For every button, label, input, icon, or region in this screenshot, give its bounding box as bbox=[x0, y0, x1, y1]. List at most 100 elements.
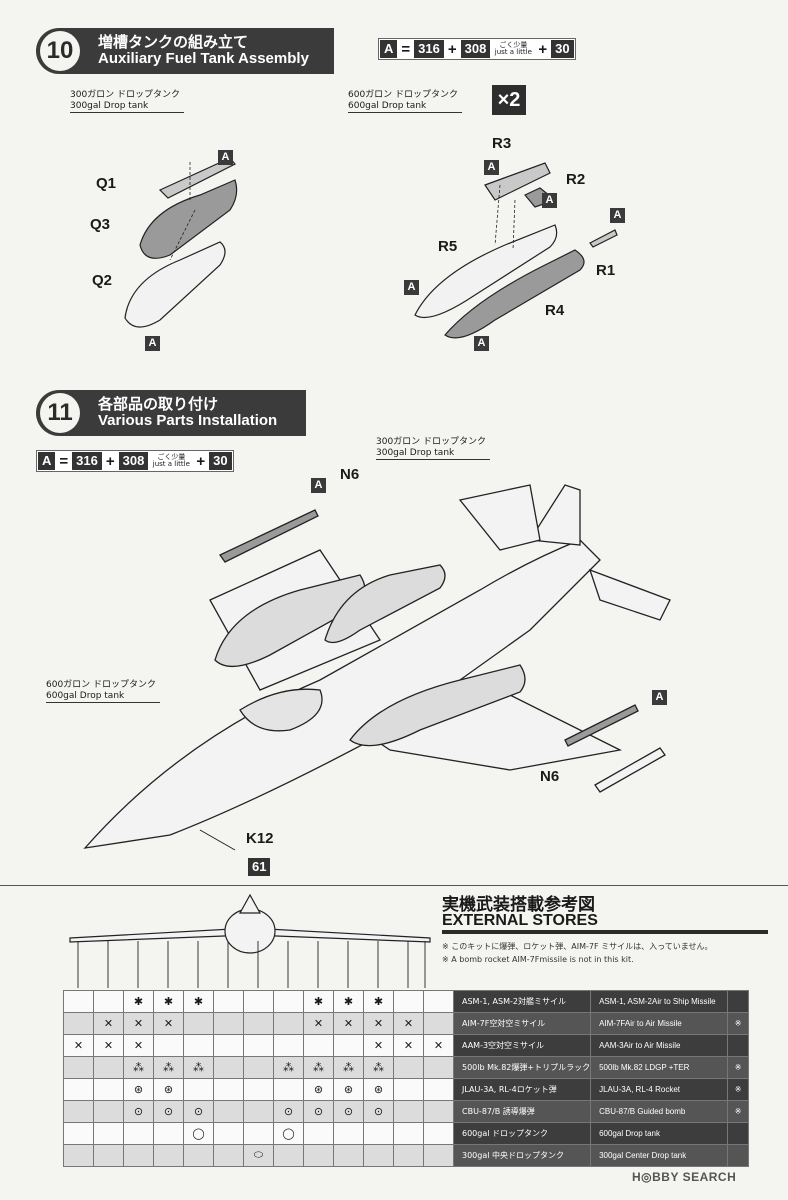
not-included-mark bbox=[727, 990, 750, 1013]
step-title-jp: 増槽タンクの組み立て bbox=[98, 33, 249, 51]
station-cell: ✱ bbox=[363, 990, 394, 1013]
station-cell: ✕ bbox=[93, 1012, 124, 1035]
part-label: R1 bbox=[596, 262, 616, 279]
adhesive-mark-a: A bbox=[145, 336, 160, 351]
color-code: 308 bbox=[118, 452, 149, 470]
station-cell: ⁂ bbox=[333, 1056, 364, 1079]
not-included-mark bbox=[727, 1034, 750, 1057]
station-cell: ✕ bbox=[303, 1012, 334, 1035]
station-cell bbox=[153, 1144, 184, 1167]
adhesive-mark-a: A bbox=[484, 160, 499, 175]
station-cell bbox=[393, 990, 424, 1013]
station-cell: ⊛ bbox=[303, 1078, 334, 1101]
store-name-jp: JLAU-3A, RL-4ロケット弾 bbox=[452, 1078, 592, 1101]
step-10-header: 10 増槽タンクの組み立て Auxiliary Fuel Tank Assemb… bbox=[36, 28, 334, 74]
step-title-jp: 各部品の取り付け bbox=[98, 395, 219, 413]
color-code: 61 bbox=[248, 858, 271, 876]
store-name-en: JLAU-3A, RL-4 Rocket bbox=[590, 1078, 729, 1101]
station-cell bbox=[63, 1012, 94, 1035]
station-cell: ⊙ bbox=[123, 1100, 154, 1123]
station-cell bbox=[183, 1012, 214, 1035]
store-name-jp: 600gal ドロップタンク bbox=[452, 1122, 592, 1145]
station-cell: ✕ bbox=[333, 1012, 364, 1035]
station-cell bbox=[213, 1144, 244, 1167]
station-cell bbox=[93, 1056, 124, 1079]
station-cell bbox=[243, 1122, 274, 1145]
station-cell: ⊙ bbox=[363, 1100, 394, 1123]
station-cell: ⁂ bbox=[183, 1056, 214, 1079]
part-label: Q3 bbox=[90, 216, 111, 233]
station-cell bbox=[423, 990, 454, 1013]
part-label: K12 bbox=[246, 830, 274, 847]
station-cell bbox=[63, 990, 94, 1013]
store-name-jp: AIM-7F空対空ミサイル bbox=[452, 1012, 592, 1035]
station-cell bbox=[243, 1056, 274, 1079]
quantity-badge: ×2 bbox=[492, 85, 526, 115]
station-cell bbox=[183, 1034, 214, 1057]
mix-code: A bbox=[38, 452, 56, 470]
station-cell: ✱ bbox=[153, 990, 184, 1013]
adhesive-mark-a: A bbox=[610, 208, 625, 223]
station-cell: ✕ bbox=[63, 1034, 94, 1057]
station-cell: ⊙ bbox=[303, 1100, 334, 1123]
station-cell: ✕ bbox=[363, 1034, 394, 1057]
part-label: N6 bbox=[340, 466, 360, 483]
color-code: 30 bbox=[551, 40, 574, 58]
station-cell: ⊛ bbox=[333, 1078, 364, 1101]
station-cell bbox=[213, 1100, 244, 1123]
not-included-mark: ※ bbox=[727, 1012, 750, 1035]
station-cell bbox=[303, 1034, 334, 1057]
station-cell: ⊛ bbox=[363, 1078, 394, 1101]
station-cell bbox=[303, 1122, 334, 1145]
station-cell bbox=[243, 990, 274, 1013]
station-cell: ⁂ bbox=[123, 1056, 154, 1079]
station-cell bbox=[303, 1144, 334, 1167]
station-cell bbox=[243, 1078, 274, 1101]
station-cell: ✱ bbox=[183, 990, 214, 1013]
station-cell bbox=[213, 1012, 244, 1035]
mix-code: A bbox=[380, 40, 398, 58]
station-cell bbox=[273, 1078, 304, 1101]
kit-note-jp: ※ このキットに爆弾、ロケット弾、AIM-7F ミサイルは、入っていません。 bbox=[442, 942, 713, 951]
not-included-mark bbox=[727, 1144, 750, 1167]
station-cell bbox=[333, 1122, 364, 1145]
station-cell bbox=[93, 990, 124, 1013]
station-cell bbox=[213, 1056, 244, 1079]
station-cell bbox=[333, 1144, 364, 1167]
station-cell bbox=[393, 1078, 424, 1101]
not-included-mark: ※ bbox=[727, 1100, 750, 1123]
adhesive-mark-a: A bbox=[652, 690, 667, 705]
adhesive-mark-a: A bbox=[218, 150, 233, 165]
store-name-en: 600gal Drop tank bbox=[590, 1122, 729, 1145]
station-cell: ✕ bbox=[363, 1012, 394, 1035]
station-cell bbox=[63, 1144, 94, 1167]
station-cell bbox=[123, 1144, 154, 1167]
station-cell bbox=[393, 1122, 424, 1145]
station-cell bbox=[93, 1144, 124, 1167]
station-cell bbox=[63, 1100, 94, 1123]
station-cell bbox=[183, 1144, 214, 1167]
station-cell: ⊛ bbox=[123, 1078, 154, 1101]
store-name-en: 500lb Mk.82 LDGP +TER bbox=[590, 1056, 729, 1079]
station-cell bbox=[273, 1144, 304, 1167]
station-cell: ✕ bbox=[123, 1034, 154, 1057]
adhesive-mark-a: A bbox=[311, 478, 326, 493]
store-name-en: 300gal Center Drop tank bbox=[590, 1144, 729, 1167]
station-cell bbox=[423, 1100, 454, 1123]
step-11-header: 11 各部品の取り付け Various Parts Installation bbox=[36, 390, 306, 436]
station-cell bbox=[93, 1122, 124, 1145]
adhesive-mark-a: A bbox=[542, 193, 557, 208]
store-name-en: AAM-3Air to Air Missile bbox=[590, 1034, 729, 1057]
station-cell bbox=[63, 1056, 94, 1079]
color-code: 308 bbox=[460, 40, 491, 58]
part-label: R5 bbox=[438, 238, 458, 255]
part-label: R2 bbox=[566, 171, 586, 188]
